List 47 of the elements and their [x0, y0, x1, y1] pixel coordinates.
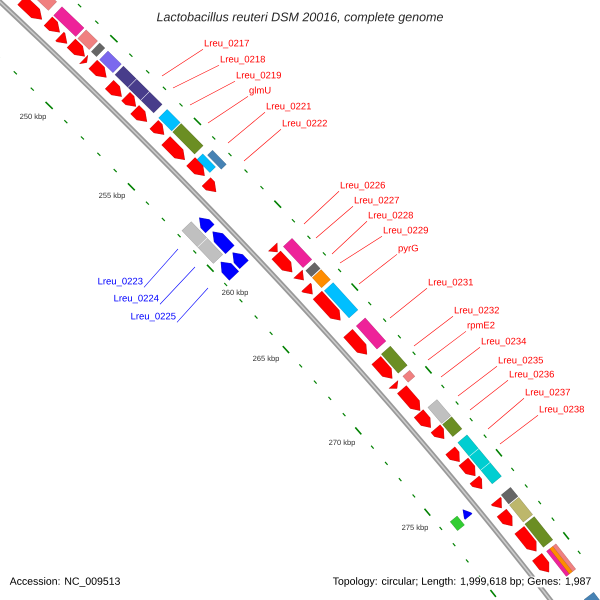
- leader-line: [458, 366, 498, 396]
- leader-line: [390, 288, 428, 318]
- leader-line: [316, 206, 354, 238]
- leader-line: [208, 96, 248, 124]
- leader-line: [160, 266, 196, 305]
- leader-line: [244, 128, 282, 162]
- gene-label: glmU: [249, 86, 270, 96]
- leader-line: [190, 80, 236, 106]
- leader-line: [358, 254, 398, 284]
- gene-label: Lreu_0228: [368, 212, 414, 220]
- leader-line: [340, 236, 382, 264]
- gene-label: Lreu_0232: [454, 306, 499, 316]
- gene-label: Lreu_0217: [204, 40, 249, 48]
- gene-label: Lreu_0238: [540, 406, 584, 414]
- leader-line: [172, 64, 220, 88]
- gene-label: Lreu_0222: [282, 120, 327, 128]
- gene-label: pyrG: [398, 244, 418, 254]
- leader-line: [162, 48, 204, 76]
- gene-label: Lreu_0231: [428, 278, 473, 288]
- accession-text: Accession: NC_009513: [10, 577, 120, 587]
- gene-label: Lreu_0236: [510, 370, 554, 380]
- leader-line: [470, 380, 508, 410]
- leader-line: [228, 112, 266, 144]
- leader-line: [304, 190, 340, 224]
- leader-line: [500, 414, 538, 444]
- leader-line: [332, 220, 368, 254]
- gene-label: Lreu_0237: [526, 388, 570, 398]
- leader-line: [440, 346, 480, 378]
- gene-label: Lreu_0218: [220, 56, 266, 64]
- leader-line: [428, 331, 466, 360]
- gene-label: Lreu_0235: [498, 356, 544, 366]
- leader-line: [144, 248, 178, 288]
- leader-line: [176, 288, 208, 323]
- title: Lactobacillus reuteri DSM 20016, complete genome: [156, 12, 443, 24]
- gene-label: Lreu_0221: [266, 102, 311, 112]
- gene-label: Lreu_0226: [340, 182, 385, 190]
- gene-label: Lreu_0219: [236, 72, 281, 80]
- gene-label: Lreu_0223: [98, 278, 143, 286]
- genome-info-text: Topology: circular; Length: 1,999,618 bp; Genes: 1,987: [332, 576, 592, 588]
- gene-label: Lreu_0224: [114, 294, 159, 304]
- gene-label: Lreu_0227: [354, 196, 399, 206]
- gene-label: Lreu_0229: [384, 226, 428, 236]
- gene-label: Lreu_0234: [482, 338, 526, 346]
- gene-label: Lreu_0225: [131, 312, 176, 322]
- gene-label: rpmE2: [468, 322, 495, 330]
- leader-line: [488, 398, 524, 430]
- leader-line: [414, 316, 454, 346]
